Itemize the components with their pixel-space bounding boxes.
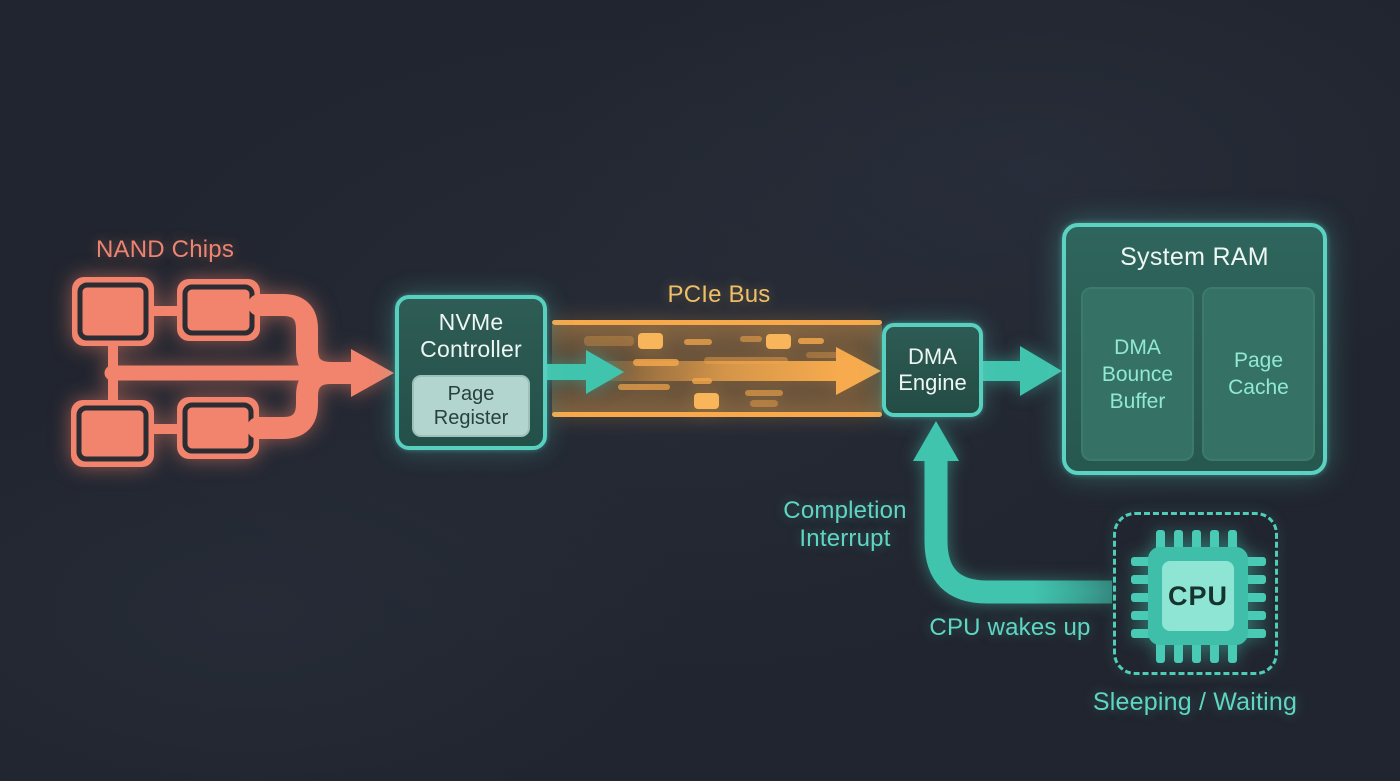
nand-chip-icon [177, 397, 259, 459]
pcie-bus-lane [552, 320, 882, 417]
page-register-label: Page Register [433, 383, 509, 429]
cpu-chip-icon [1131, 530, 1266, 663]
nand-chip-icon [71, 400, 154, 467]
nvme-controller-label: NVMe Controller [420, 309, 522, 362]
cpu-wakes-up-label: CPU wakes up [929, 614, 1091, 641]
flow-arrow-nvme-to-bus [546, 350, 624, 394]
cpu-node: CPU [1113, 512, 1278, 675]
coral-arrow-head-icon [351, 349, 394, 397]
pcie-bus-label: PCIe Bus [667, 281, 771, 308]
nvme-controller-node: NVMe Controller Page Register [395, 295, 547, 450]
bus-arrow-head-icon [836, 347, 881, 395]
flow-arrow-dma-to-ram [982, 346, 1062, 396]
sleeping-waiting-label: Sleeping / Waiting [1092, 688, 1298, 716]
nand-chip-icon [72, 277, 154, 346]
dma-bounce-buffer-label: DMA Bounce Buffer [1101, 335, 1174, 413]
bus-packet-icons [638, 333, 791, 409]
cpu-chip-die [1162, 561, 1234, 631]
dma-engine-label: DMA Engine [898, 344, 967, 395]
cpu-chip-label: CPU [1167, 580, 1228, 611]
nand-bus-connectors [104, 294, 361, 439]
dma-bounce-buffer-node: DMA Bounce Buffer [1081, 287, 1194, 461]
page-cache-node: Page Cache [1202, 287, 1315, 461]
nand-chips-label: NAND Chips [95, 236, 235, 263]
dma-engine-node: DMA Engine [882, 323, 983, 417]
bus-speed-dashes [584, 336, 846, 407]
nand-chip-cluster-icon [71, 277, 394, 467]
system-ram-node: System RAM DMA Bounce Buffer Page Cache [1062, 223, 1327, 475]
nand-chip-icon [177, 279, 260, 341]
page-register-node: Page Register [412, 375, 530, 437]
completion-interrupt-arrow [913, 421, 1112, 604]
completion-interrupt-label: Completion Interrupt [783, 497, 907, 552]
system-ram-label: System RAM [1120, 243, 1269, 271]
page-cache-label: Page Cache [1228, 349, 1289, 399]
